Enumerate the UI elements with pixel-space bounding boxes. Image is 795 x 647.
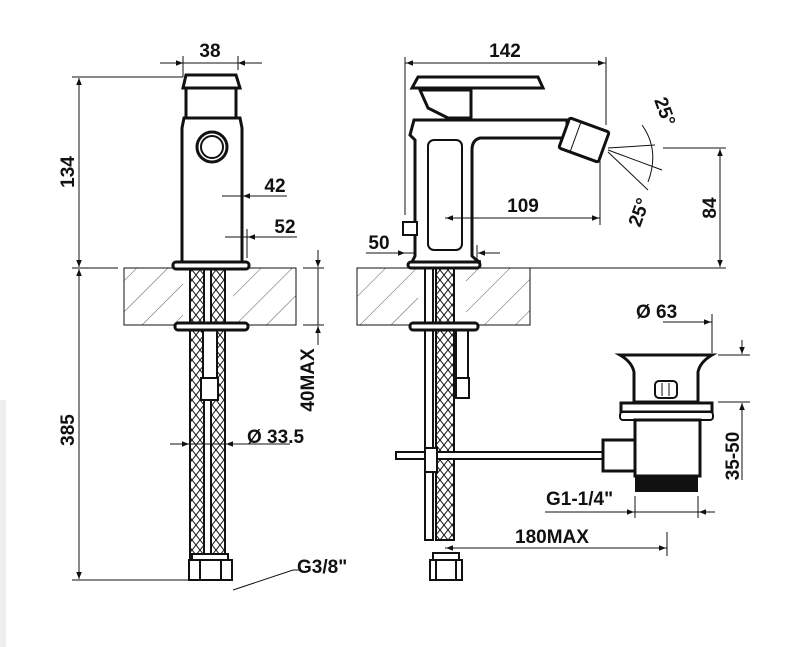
dim-total-length: 142 <box>489 41 521 62</box>
dim-base: 52 <box>274 217 295 238</box>
base-flange <box>406 260 482 270</box>
dim-width-top: 38 <box>199 41 220 62</box>
hose-right <box>210 267 226 559</box>
lower-flange <box>408 321 480 332</box>
hose-left <box>189 267 205 559</box>
drain-button <box>654 380 678 399</box>
angle-up: 25° <box>649 95 679 129</box>
drain-height-range: 35-50 <box>723 432 744 481</box>
side-view: 25° 25° 142 109 84 50 <box>356 41 726 581</box>
handle-cap <box>181 73 243 90</box>
hose <box>435 267 455 541</box>
dim-offset: 50 <box>368 233 389 254</box>
rod-connector <box>601 438 637 473</box>
angle-arc <box>641 124 654 183</box>
drain-thread-label: G1-1/4" <box>546 489 613 510</box>
drain-thread <box>635 475 698 492</box>
base-flange <box>171 260 251 271</box>
drain-body <box>633 418 702 478</box>
page-edge <box>0 400 6 647</box>
nozzle <box>557 116 611 164</box>
drain-diameter: Ø 63 <box>636 302 677 323</box>
body-window <box>427 139 463 251</box>
angle-down: 25° <box>625 196 655 230</box>
dim-outlet-height: 84 <box>700 197 721 219</box>
rod-max-length: 180MAX <box>515 527 589 548</box>
pop-up-knob <box>402 221 418 236</box>
lower-flange <box>173 321 250 332</box>
hose-nut <box>429 552 463 581</box>
connection-thread: G3/8" <box>297 557 347 578</box>
dim-body: 42 <box>264 176 285 197</box>
lever <box>417 88 473 120</box>
dim-below-deck: 385 <box>58 414 79 446</box>
lever-cap <box>409 75 546 90</box>
dim-deck-thickness: 40MAX <box>298 348 319 412</box>
rod <box>424 267 434 541</box>
pop-up-drain: Ø 63 35-50 G1-1/4" 180MAX <box>445 302 750 556</box>
leader-line <box>232 569 294 591</box>
handle <box>184 86 238 120</box>
front-view: 38 134 385 42 52 40MAX Ø 33.5 G3/8" <box>58 41 347 591</box>
dim-hole-diameter: Ø 33.5 <box>247 427 304 448</box>
dim-height: 134 <box>58 156 79 188</box>
hose-nut <box>188 553 233 581</box>
dim-spout-reach: 109 <box>507 196 539 217</box>
drain-flange <box>619 401 714 414</box>
